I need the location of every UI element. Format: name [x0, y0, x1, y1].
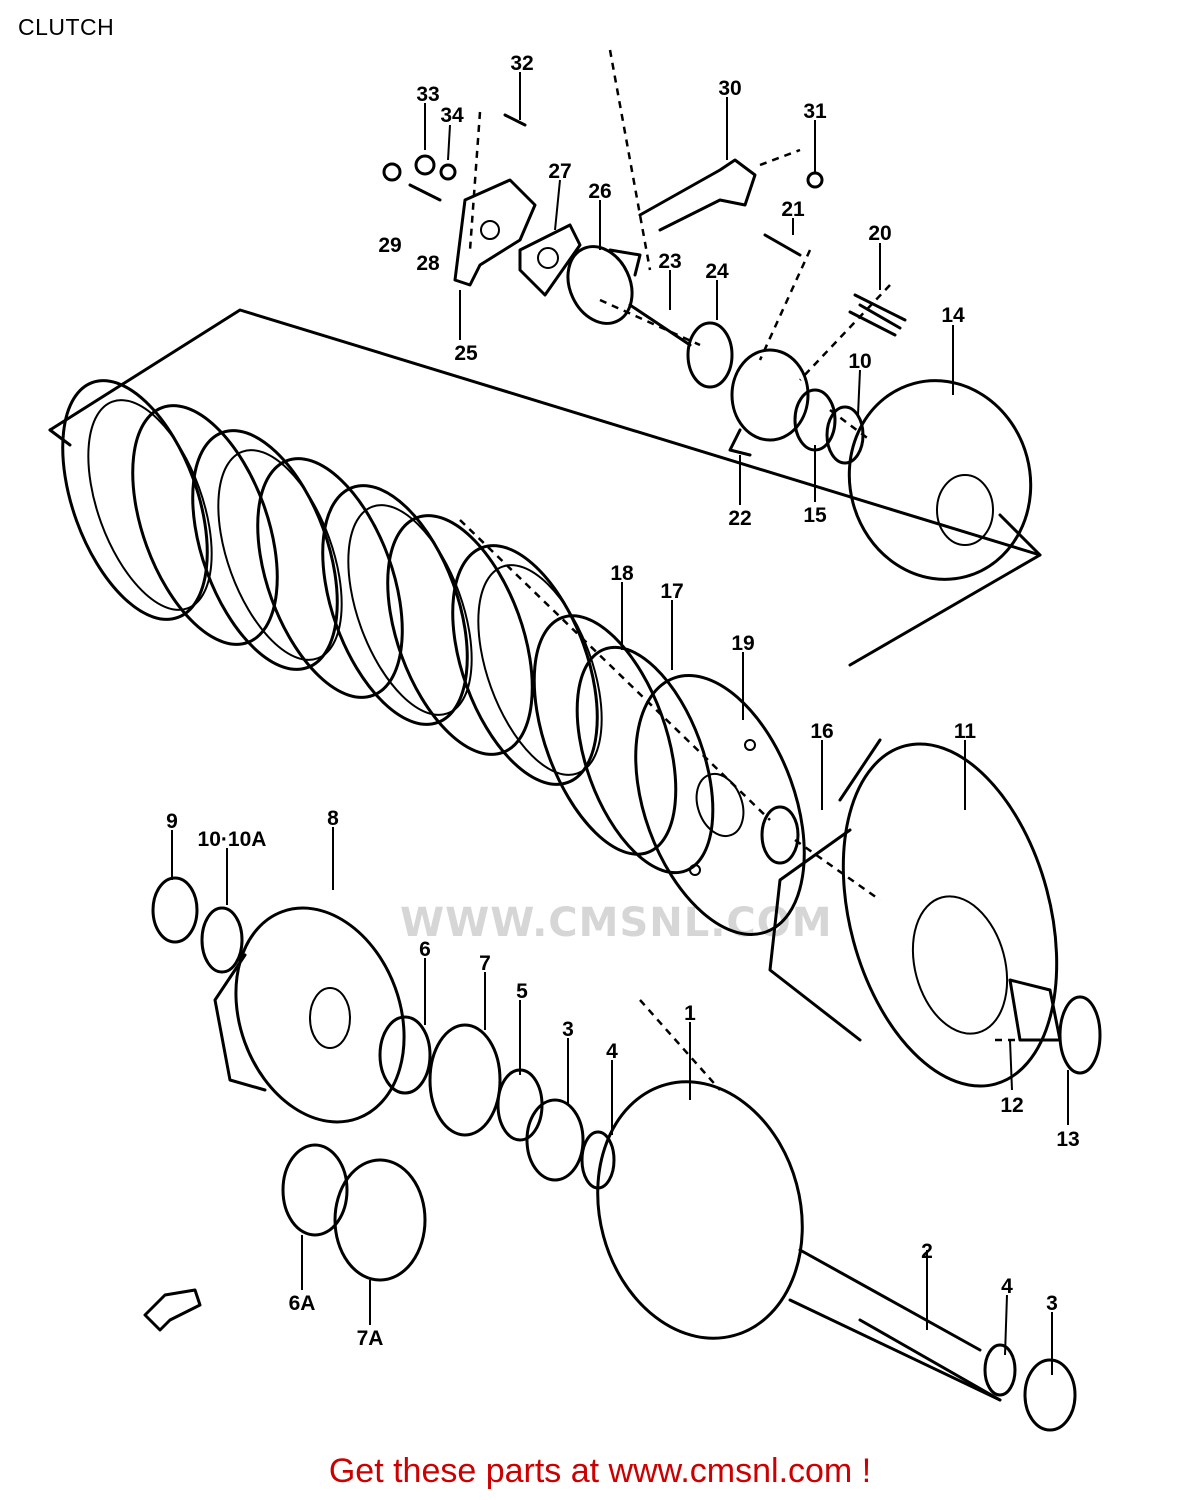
- rod-23: [628, 303, 692, 347]
- spring-20: [848, 293, 907, 337]
- bolt-32: [503, 113, 527, 127]
- leader-lines: [171, 72, 1069, 1375]
- washer-13: [1058, 995, 1102, 1075]
- watermark: WWW.CMSNL.COM: [400, 900, 833, 946]
- callout-3: 3: [562, 1018, 574, 1041]
- gear-7A: [333, 1158, 427, 1282]
- spring-28: [408, 183, 442, 202]
- clutch-housing: [768, 738, 1059, 1088]
- plate-stack-bracket: [48, 308, 1042, 667]
- washer-5: [496, 1068, 544, 1142]
- clutch-hub-14: [847, 379, 1042, 581]
- callout-10: 10: [848, 350, 871, 373]
- callout-28: 28: [416, 252, 440, 275]
- footer-link-text[interactable]: Get these parts at www.cmsnl.com !: [328, 1452, 872, 1490]
- part-numbers: 1 2 3 3 4 4 5 6 6A 7 7A 8 9 10·10A 10 11…: [166, 52, 1080, 1350]
- sleeve-12: [1008, 978, 1062, 1042]
- nut-29: [382, 162, 402, 182]
- cam-26: [566, 245, 642, 325]
- washer-10: [825, 405, 865, 465]
- callout-6: 6: [419, 938, 431, 961]
- bracket-25: [453, 178, 537, 287]
- callout-3b: 3: [1046, 1292, 1058, 1315]
- nut-34: [439, 163, 457, 181]
- clutch-plate-stack: [61, 379, 715, 875]
- callout-5: 5: [516, 980, 528, 1003]
- circlip-4b: [983, 1343, 1017, 1397]
- callout-20: 20: [868, 222, 891, 245]
- callout-7: 7: [479, 952, 491, 975]
- callout-32: 32: [510, 52, 533, 75]
- callout-2: 2: [921, 1240, 933, 1263]
- bearing-16: [760, 805, 800, 865]
- screw-21: [763, 233, 802, 257]
- primary-driven-gear-1: [596, 1080, 1002, 1402]
- callout-31: 31: [803, 100, 827, 123]
- pressure-plate: [634, 674, 806, 936]
- bearing-24: [686, 321, 734, 389]
- lever-30: [638, 158, 757, 232]
- needle-bearing-3: [525, 1098, 585, 1182]
- clutch-exploded-diagram: 1 2 3 3 4 4 5 6 6A 7 7A 8 9 10·10A 10 11…: [48, 49, 1102, 1432]
- needle-bearing-3b: [1023, 1358, 1077, 1432]
- bearing-6A: [281, 1143, 349, 1237]
- callout-11: 11: [954, 720, 977, 743]
- release-plate-22: [728, 348, 810, 457]
- callout-21: 21: [781, 198, 805, 221]
- page-title: CLUTCH: [18, 14, 115, 40]
- callout-6A: 6A: [289, 1292, 316, 1315]
- callout-25: 25: [454, 342, 478, 365]
- washer-10-10A: [200, 906, 244, 974]
- primary-gear-8: [213, 906, 406, 1124]
- callout-16: 16: [810, 720, 833, 743]
- plate-27: [518, 223, 582, 297]
- callout-14: 14: [941, 304, 965, 327]
- callout-13: 13: [1056, 1128, 1079, 1151]
- callout-4b: 4: [1001, 1275, 1013, 1298]
- callout-1: 1: [684, 1002, 696, 1025]
- callout-30: 30: [718, 77, 741, 100]
- callout-15: 15: [803, 504, 827, 527]
- callout-29: 29: [378, 234, 401, 257]
- callout-19: 19: [731, 632, 754, 655]
- callout-9: 9: [166, 810, 178, 833]
- callout-4: 4: [606, 1040, 618, 1063]
- nut-31: [806, 171, 824, 189]
- shaft-2: [858, 1318, 1002, 1402]
- callout-24: 24: [705, 260, 729, 283]
- callout-33: 33: [416, 83, 439, 106]
- callout-18: 18: [610, 562, 634, 585]
- washer-33: [414, 154, 436, 176]
- callout-26: 26: [588, 180, 611, 203]
- callout-22: 22: [728, 507, 751, 530]
- nut-9: [151, 876, 199, 944]
- callout-17: 17: [660, 580, 683, 603]
- bearing-6: [378, 1015, 432, 1095]
- callout-10-10A: 10·10A: [198, 828, 267, 851]
- callout-34: 34: [440, 104, 464, 127]
- callout-27: 27: [548, 160, 571, 183]
- front-arrow-icon: [143, 1288, 202, 1332]
- gear-7: [428, 1023, 502, 1137]
- callout-23: 23: [658, 250, 681, 273]
- callout-8: 8: [327, 807, 339, 830]
- callout-7A: 7A: [357, 1327, 384, 1350]
- callout-12: 12: [1000, 1094, 1023, 1117]
